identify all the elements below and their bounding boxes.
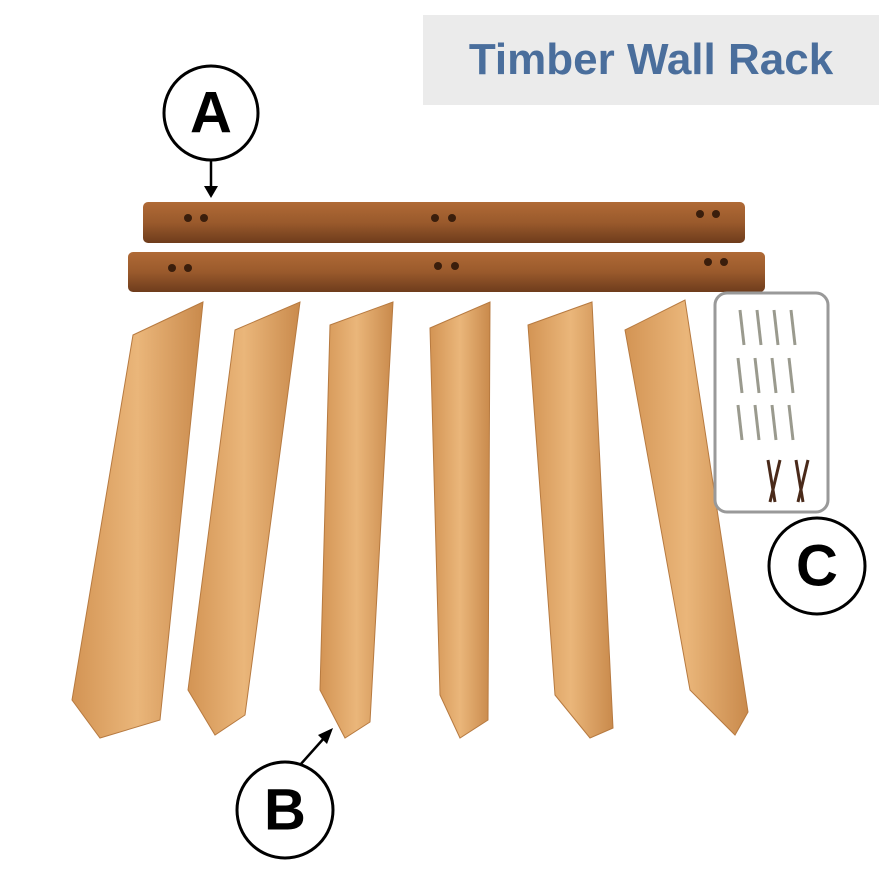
product-title: Timber Wall Rack	[468, 35, 834, 84]
title-banner: Timber Wall Rack	[423, 15, 879, 105]
slat-2	[187, 301, 301, 736]
slat-5	[527, 301, 614, 739]
slat-1	[71, 301, 204, 739]
svg-text:C: C	[796, 534, 838, 599]
svg-text:B: B	[264, 778, 306, 843]
label-b: B	[235, 728, 335, 860]
slat-3	[319, 301, 394, 739]
rail-bottom	[128, 252, 765, 292]
svg-text:A: A	[190, 81, 232, 146]
slat-4	[429, 301, 491, 739]
label-c: C	[767, 516, 867, 616]
screws-box	[713, 291, 830, 514]
slat-6	[624, 299, 749, 736]
label-a: A	[162, 64, 260, 198]
rail-top	[143, 202, 745, 243]
